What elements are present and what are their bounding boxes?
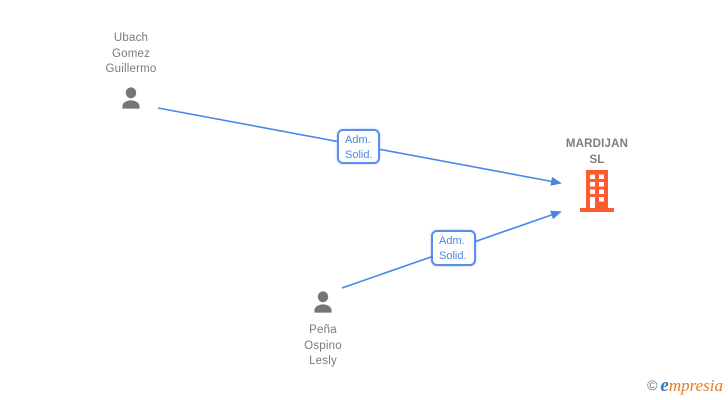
person-icon — [307, 286, 339, 323]
edge-label-adm-solid-2[interactable]: Adm.Solid. — [431, 230, 476, 266]
person-icon — [115, 78, 147, 119]
brand-initial: e — [660, 375, 669, 396]
building-icon — [580, 168, 614, 217]
edge-label-adm-solid-1[interactable]: Adm.Solid. — [337, 129, 380, 164]
brand-name: mpresia — [668, 376, 723, 395]
copyright-icon: © — [647, 377, 658, 393]
empresia-logo[interactable]: ©empresia — [647, 375, 723, 397]
